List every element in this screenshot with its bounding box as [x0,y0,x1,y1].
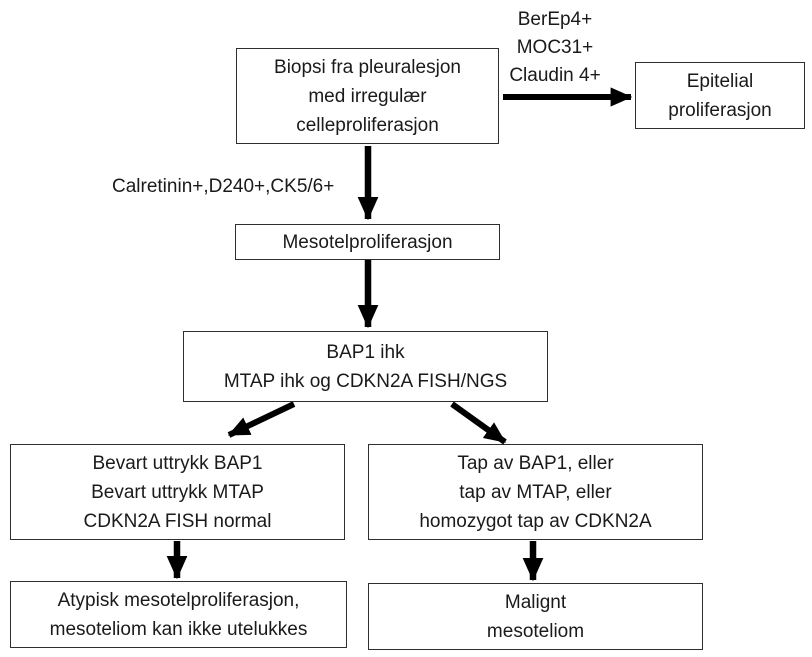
flow-box-biopsi-line: med irregulær [308,85,427,107]
flow-box-bap1: BAP1 ihk MTAP ihk og CDKN2A FISH/NGS [183,331,548,402]
flow-box-epitelial: Epitelial proliferasjon [635,62,805,129]
arrow-label-epitelial-markers-line: BerEp4+ [517,9,593,30]
flow-box-atypisk-line: mesoteliom kan ikke utelukkes [49,618,308,640]
arrow-label-epitelial-markers-line: MOC31+ [516,37,594,58]
flow-box-biopsi-line: celleproliferasjon [296,114,439,136]
arrow-label-mesotel-markers: Calretinin+,D240+,CK5/6+ [112,176,335,197]
flow-box-atypisk-line: Atypisk mesotelproliferasjon, [57,589,300,611]
flow-box-bap1-line: BAP1 ihk [326,341,405,363]
flow-box-mesotel-line: Mesotelproliferasjon [282,231,453,253]
flow-box-epitelial-line: Epitelial [686,70,754,92]
arrow-bap1-to-bevart [227,401,296,438]
flow-box-biopsi: Biopsi fra pleuralesjon med irregulær ce… [236,48,499,144]
flow-box-bap1-line: MTAP ihk og CDKN2A FISH/NGS [223,370,508,392]
arrow-bap1-to-tap [450,401,507,445]
flow-box-tap: Tap av BAP1, eller tap av MTAP, eller ho… [368,444,703,540]
flow-box-bevart: Bevart uttrykk BAP1 Bevart uttrykk MTAP … [10,444,345,540]
flow-box-tap-line: Tap av BAP1, eller [457,452,614,474]
flow-box-malignt-line: Malignt [504,591,567,613]
flow-box-epitelial-line: proliferasjon [668,99,772,121]
flow-box-tap-line: homozygot tap av CDKN2A [419,510,652,532]
flow-box-tap-line: tap av MTAP, eller [459,481,612,503]
arrow-label-epitelial-markers-line: Claudin 4+ [509,65,601,86]
flow-box-malignt-line: mesoteliom [486,620,585,642]
arrow-label-epitelial-markers: BerEp4+ MOC31+ Claudin 4+ [480,6,630,90]
flow-box-biopsi-line: Biopsi fra pleuralesjon [274,56,461,78]
flow-box-mesotel: Mesotelproliferasjon [235,224,500,260]
flow-box-malignt: Malignt mesoteliom [368,583,703,650]
flow-box-atypisk: Atypisk mesotelproliferasjon, mesoteliom… [10,581,347,648]
flow-box-bevart-line: Bevart uttrykk BAP1 [92,452,263,474]
flow-box-bevart-line: CDKN2A FISH normal [83,510,272,532]
flow-box-bevart-line: Bevart uttrykk MTAP [91,481,264,503]
